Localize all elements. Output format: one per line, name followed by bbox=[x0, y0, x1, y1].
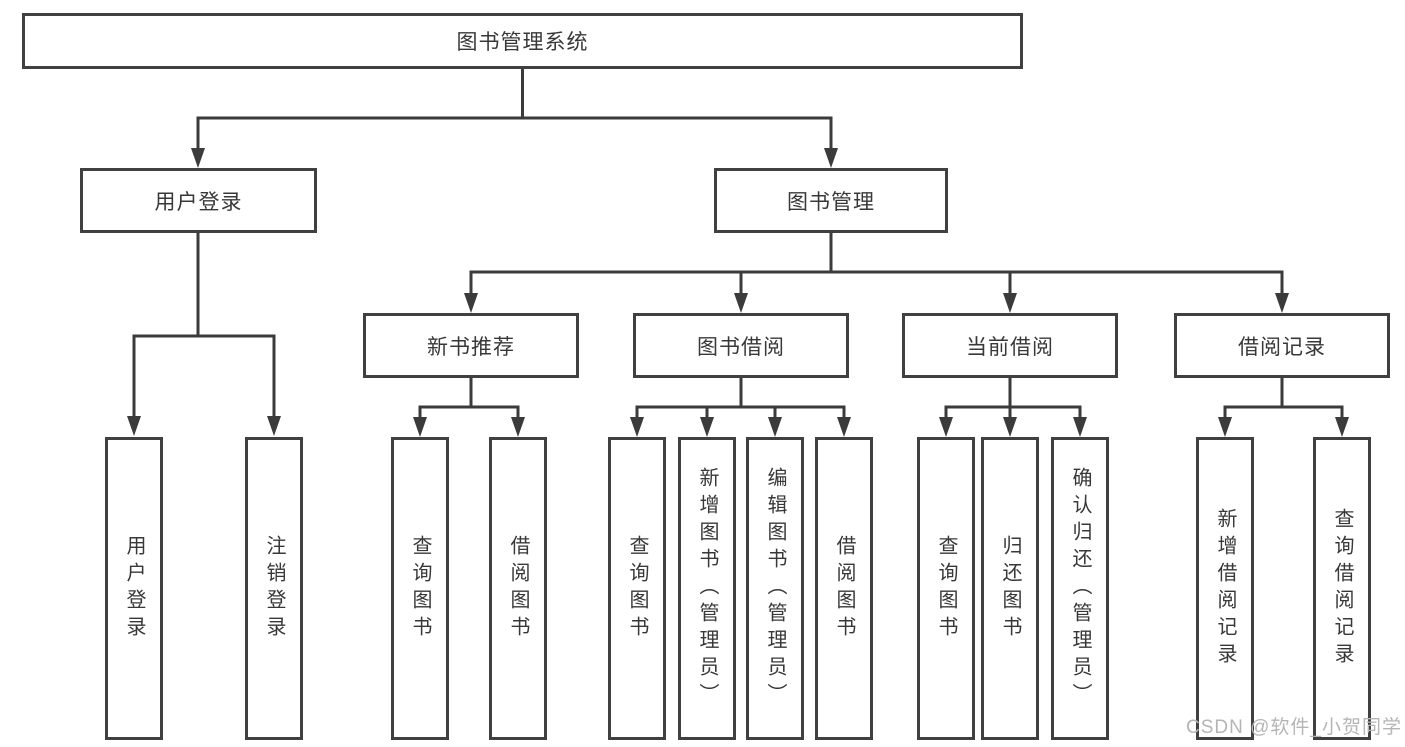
node-current-borrow: 当前借阅 bbox=[902, 313, 1118, 378]
leaf-query-books-current: 查询图书 bbox=[917, 437, 975, 740]
csdn-watermark: CSDN @软件_小贺同学 bbox=[1186, 717, 1402, 738]
node-book-borrow: 图书借阅 bbox=[633, 313, 849, 378]
node-user-login: 用户登录 bbox=[80, 168, 317, 233]
node-new-book-recommend: 新书推荐 bbox=[363, 313, 579, 378]
node-library-management-system: 图书管理系统 bbox=[22, 13, 1023, 69]
node-book-management: 图书管理 bbox=[714, 168, 948, 233]
leaf-confirm-return-admin: 确认归还（管理员） bbox=[1051, 437, 1109, 740]
leaf-query-borrow-record: 查询借阅记录 bbox=[1313, 437, 1371, 740]
leaf-add-borrow-record: 新增借阅记录 bbox=[1196, 437, 1254, 740]
leaf-query-books-borrow: 查询图书 bbox=[608, 437, 666, 740]
leaf-return-books: 归还图书 bbox=[981, 437, 1039, 740]
leaf-edit-books-admin: 编辑图书（管理员） bbox=[746, 437, 804, 740]
leaf-logout: 注销登录 bbox=[245, 437, 303, 740]
leaf-query-books-recommend: 查询图书 bbox=[391, 437, 449, 740]
leaf-user-login: 用户登录 bbox=[105, 437, 163, 740]
leaf-borrow-books-recommend: 借阅图书 bbox=[489, 437, 547, 740]
node-borrow-records: 借阅记录 bbox=[1174, 313, 1390, 378]
leaf-add-books-admin: 新增图书（管理员） bbox=[678, 437, 736, 740]
leaf-borrow-books: 借阅图书 bbox=[815, 437, 873, 740]
